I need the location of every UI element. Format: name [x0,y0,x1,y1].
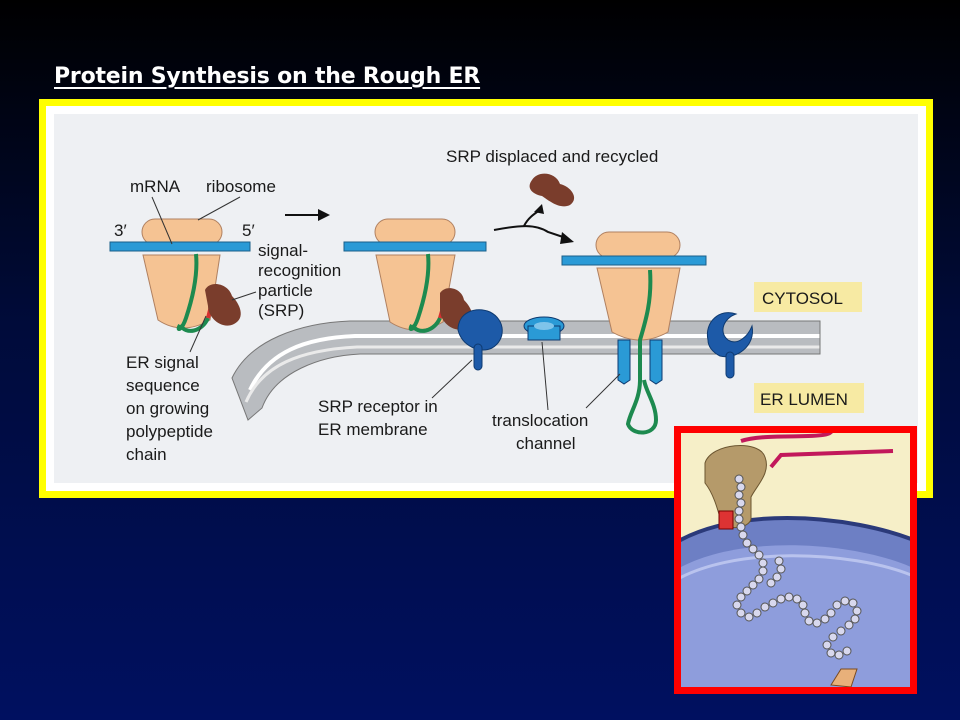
er-signal-label: ER signal sequence on growing polypeptid… [126,353,213,464]
arrow-step2-to-step3 [493,204,574,244]
inset-drawing [681,433,910,687]
inset-ribosome [704,445,767,528]
svg-text:particle: particle [258,281,313,300]
svg-text:on growing: on growing [126,399,209,418]
ribosome-label: ribosome [206,177,276,196]
er-lumen-box [754,383,864,413]
svg-text:signal-: signal- [258,241,308,260]
svg-text:polypeptide: polypeptide [126,422,213,441]
ribosome-step1 [109,218,251,333]
mrna-strand-3 [561,255,707,266]
svg-text:SRP receptor in: SRP receptor in [318,397,438,416]
inset-illustration [674,426,917,694]
five-prime-label: 5′ [242,221,255,240]
translocation-channel-closed [523,316,565,341]
mrna-strand-1 [109,241,251,252]
srp-1 [205,284,241,326]
translocation-label: translocation channel [492,411,588,453]
cytosol-label: CYTOSOL [762,289,843,308]
er-membrane [231,320,821,421]
srp-receptor-3 [706,312,753,358]
ribosome-step2 [343,218,503,371]
mrna-strand-2 [343,241,487,252]
svg-text:recognition: recognition [258,261,341,280]
arrow-step1-to-step2 [285,209,330,221]
srp-label: signal- recognition particle (SRP) [258,241,341,320]
inset-polypeptide-chain [732,474,862,660]
er-lumen-label: ER LUMEN [760,390,848,409]
srp-receptor-label: SRP receptor in ER membrane [318,397,438,439]
svg-text:chain: chain [126,445,167,464]
svg-text:channel: channel [516,434,576,453]
mrna-label: mRNA [130,177,181,196]
srp-receptor-2 [457,309,503,351]
srp-recycled [529,173,575,207]
svg-text:sequence: sequence [126,376,200,395]
slide-title: Protein Synthesis on the Rough ER [54,64,481,89]
svg-text:translocation: translocation [492,411,588,430]
cytosol-box [754,282,862,312]
svg-text:ER signal: ER signal [126,353,199,372]
svg-text:ER membrane: ER membrane [318,420,428,439]
three-prime-label: 3′ [114,221,127,240]
ribosome-step3 [561,231,753,435]
svg-text:(SRP): (SRP) [258,301,304,320]
translocation-channel-open [617,339,663,385]
srp-recycled-label: SRP displaced and recycled [446,147,658,166]
